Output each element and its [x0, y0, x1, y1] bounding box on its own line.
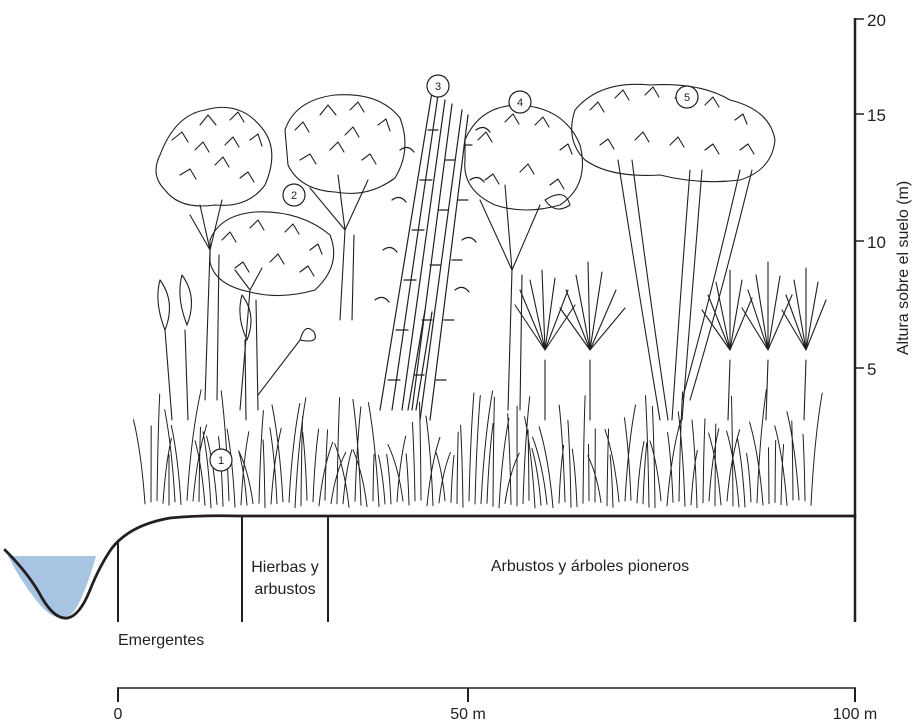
tree-icon: [156, 107, 272, 400]
marker-4: 4: [509, 91, 531, 113]
tree-icon: [572, 84, 775, 420]
marker-4-label: 4: [517, 97, 523, 109]
height-tick-label-5: 5: [867, 360, 876, 379]
ground-profile: [5, 516, 855, 622]
grass-clump-icon: [134, 389, 823, 508]
zone-label-arbustos-arboles: Arbustos y árboles pioneros: [491, 558, 689, 575]
species-markers: 1 2 3 4 5: [210, 75, 698, 471]
tree-icon: [210, 212, 334, 410]
height-axis-title: Altura sobre el suelo (m): [895, 181, 912, 355]
vegetation-illustration: [134, 84, 827, 508]
water-body-icon: [8, 556, 96, 618]
marker-5: 5: [676, 86, 698, 108]
marker-1: 1: [210, 449, 232, 471]
height-axis: 20 15 10 5 Altura sobre el suelo (m): [855, 11, 912, 622]
distance-tick-label-0: 0: [114, 706, 123, 723]
marker-2: 2: [283, 184, 305, 206]
zone-label-hierbas-line1: Hierbas y: [251, 559, 319, 576]
zone-label-hierbas-line2: arbustos: [254, 581, 315, 598]
marker-1-label: 1: [218, 455, 224, 467]
zone-label-emergentes: Emergentes: [118, 632, 204, 649]
marker-3-label: 3: [435, 81, 441, 93]
marker-5-label: 5: [684, 92, 690, 104]
tree-icon: [465, 105, 583, 410]
bamboo-icon: [375, 92, 490, 420]
marker-3: 3: [427, 75, 449, 97]
height-tick-label-15: 15: [867, 106, 886, 125]
height-tick-label-20: 20: [867, 11, 886, 30]
tree-icon: [285, 95, 405, 320]
distance-tick-label-100: 100 m: [833, 706, 877, 723]
distance-tick-label-50: 50 m: [450, 706, 486, 723]
zone-labels: Hierbas y arbustos Arbustos y árboles pi…: [118, 558, 689, 649]
distance-scale: 0 50 m 100 m: [114, 688, 878, 723]
ground-line: [5, 516, 855, 618]
marker-2-label: 2: [291, 190, 297, 202]
height-tick-label-10: 10: [867, 233, 886, 252]
